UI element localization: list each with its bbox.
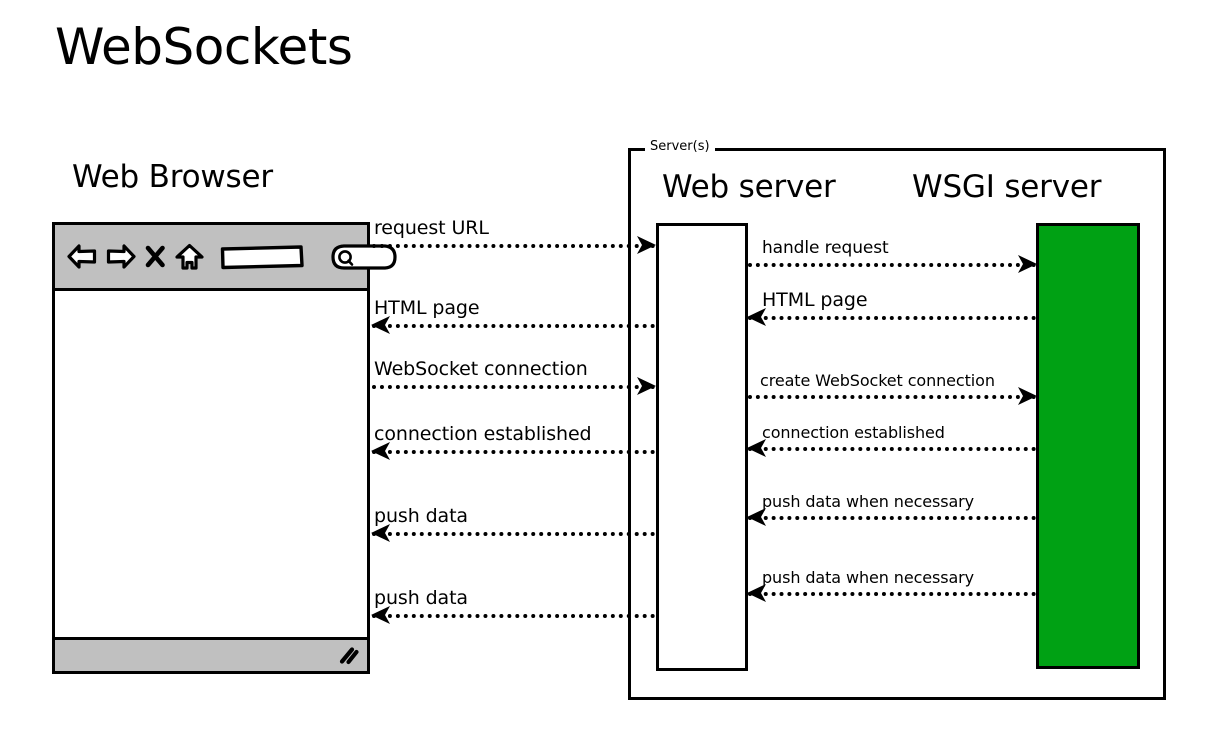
arrowhead-right-icon: [636, 235, 658, 255]
message-label: HTML page: [374, 297, 480, 319]
message-label: handle request: [762, 238, 889, 258]
search-box-icon[interactable]: [330, 243, 398, 271]
arrowhead-left-icon: [369, 605, 391, 625]
arrowhead-left-icon: [369, 315, 391, 335]
message-line: [372, 532, 655, 536]
web-server-heading: Web server: [662, 169, 836, 205]
web-server-lifeline-box: [656, 223, 748, 671]
server-group-legend: Server(s): [645, 140, 715, 153]
message-line: [372, 450, 655, 454]
message-line: [748, 263, 1036, 267]
message-line: [372, 385, 655, 389]
message-line: [748, 516, 1036, 520]
message-line: [372, 324, 655, 328]
message-label: push data: [374, 505, 468, 527]
arrowhead-right-icon: [1017, 254, 1039, 274]
arrowhead-left-icon: [745, 507, 767, 527]
message-line: [748, 447, 1036, 451]
message-line: [748, 395, 1036, 399]
message-line: [748, 592, 1036, 596]
message-label: create WebSocket connection: [760, 371, 995, 390]
arrowhead-left-icon: [745, 307, 767, 327]
arrowhead-left-icon: [369, 441, 391, 461]
message-line: [748, 316, 1036, 320]
message-label: connection established: [374, 423, 592, 445]
browser-window: [52, 222, 397, 674]
stop-x-icon[interactable]: [145, 244, 166, 269]
server-group-box: Server(s): [628, 140, 1166, 700]
wsgi-server-lifeline-box: [1036, 223, 1140, 669]
browser-toolbar: [55, 225, 397, 291]
forward-arrow-icon[interactable]: [106, 243, 136, 270]
message-label: connection established: [762, 423, 945, 442]
message-label: WebSocket connection: [374, 358, 588, 380]
message-line: [372, 614, 655, 618]
back-arrow-icon[interactable]: [67, 243, 97, 270]
arrowhead-left-icon: [745, 583, 767, 603]
message-label: push data: [374, 587, 468, 609]
wsgi-server-heading: WSGI server: [912, 169, 1102, 205]
address-bar-icon[interactable]: [219, 244, 305, 270]
page-title: WebSockets: [55, 18, 353, 76]
browser-viewport: [55, 291, 367, 637]
message-label: push data when necessary: [762, 568, 975, 587]
arrowhead-left-icon: [745, 438, 767, 458]
message-label: request URL: [374, 217, 489, 239]
message-line: [372, 244, 655, 248]
resize-grip-icon[interactable]: [339, 647, 359, 665]
message-label: push data when necessary: [762, 492, 975, 511]
home-icon[interactable]: [175, 243, 204, 271]
web-browser-heading: Web Browser: [72, 159, 273, 195]
browser-statusbar: [55, 637, 367, 671]
arrowhead-right-icon: [636, 376, 658, 396]
arrowhead-left-icon: [369, 523, 391, 543]
arrowhead-right-icon: [1017, 386, 1039, 406]
message-label: HTML page: [762, 289, 868, 311]
